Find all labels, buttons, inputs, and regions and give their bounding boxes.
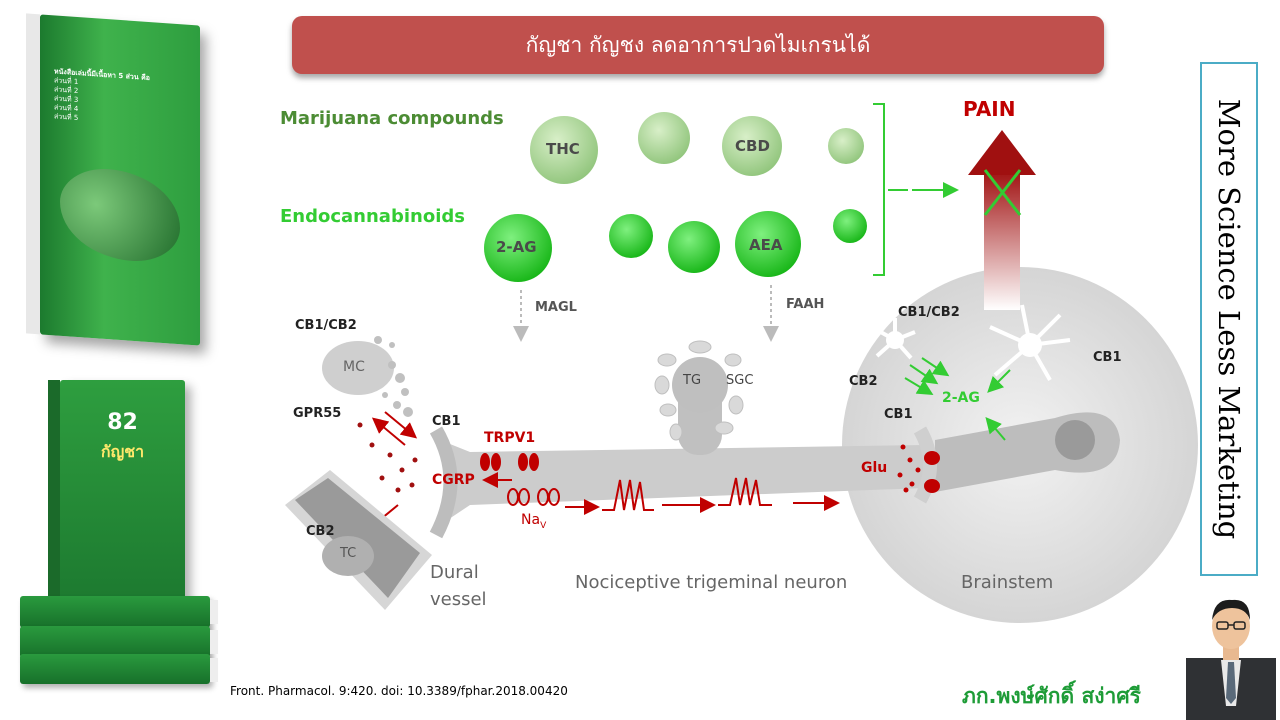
title-banner: กัญชา กัญชง ลดอาการปวดไมเกรนได้ [292,16,1104,74]
compound-ball [828,128,864,164]
cbd-label: CBD [735,137,770,155]
cbd-ball [722,116,782,176]
tc-label: TC [340,546,357,561]
author-avatar [1186,599,1276,720]
pain-arrow-head [968,130,1036,175]
endocannabinoids-label: Endocannabinoids [280,206,465,227]
cb1-nerve-label: CB1 [432,414,461,429]
author-name: ภก.พงษ์ศักดิ์ สง่าศรี [962,684,1141,708]
thc-label: THC [546,140,580,158]
2ag-label: 2-AG [496,238,537,256]
side-slogan-box: More Science Less Marketing [1200,62,1258,576]
cb2-tc-label: CB2 [306,524,335,539]
book-stack-image: 82 กัญชา [48,380,185,600]
tg-soma [672,357,728,413]
cgrp-label: CGRP [432,472,475,488]
2ag-ball [484,214,552,282]
citation: Front. Pharmacol. 9:420. doi: 10.3389/fp… [230,684,568,698]
book-stack-item [20,654,218,684]
page-title: กัญชา กัญชง ลดอาการปวดไมเกรนได้ [525,32,871,57]
sgc-label: SGC [726,373,754,388]
trpv1-label: TRPV1 [484,430,536,446]
book-stack-item [20,626,218,658]
cb1-brain-right-label: CB1 [1093,350,1122,365]
dural-vessel-label-2: vessel [430,589,487,610]
nociceptive-neuron-label: Nociceptive trigeminal neuron [575,572,848,593]
bracket [873,103,885,276]
glu-label: Glu [861,460,888,476]
aea-label: AEA [749,236,783,254]
tg-label: TG [683,373,702,388]
book2-number: 82 [107,410,138,435]
mast-cell [322,341,394,395]
cb2-brain-label: CB2 [849,374,878,389]
pain-label: PAIN [963,97,1016,121]
brainstem-label: Brainstem [961,572,1054,593]
marijuana-compounds-label: Marijuana compounds [280,108,504,129]
endocannabinoid-ball [668,221,720,273]
2ag-brain-label: 2-AG [942,390,980,406]
gpr55-label: GPR55 [293,406,342,421]
trigeminal-axon [440,440,925,525]
magl-label: MAGL [535,300,577,315]
nerve-terminal [429,426,458,539]
tc-cell [322,536,374,576]
cb1-brain-label: CB1 [884,407,913,422]
action-potentials [602,477,772,511]
cb1cb2-mc-label: CB1/CB2 [295,318,357,333]
endocannabinoid-ball [833,209,867,243]
compound-ball [638,112,690,164]
endocannabinoid-ball [609,214,653,258]
dural-vessel-label-1: Dural [430,562,479,583]
nav-label: NaV [521,512,547,531]
book2-subtitle: กัญชา [100,442,145,461]
aea-ball [735,211,801,277]
thc-ball [530,116,598,184]
mc-label: MC [343,359,365,375]
glial-cells [875,304,1071,381]
faah-label: FAAH [786,297,825,312]
book-stack-item [20,596,218,628]
cb1cb2-brain-label: CB1/CB2 [898,305,960,320]
